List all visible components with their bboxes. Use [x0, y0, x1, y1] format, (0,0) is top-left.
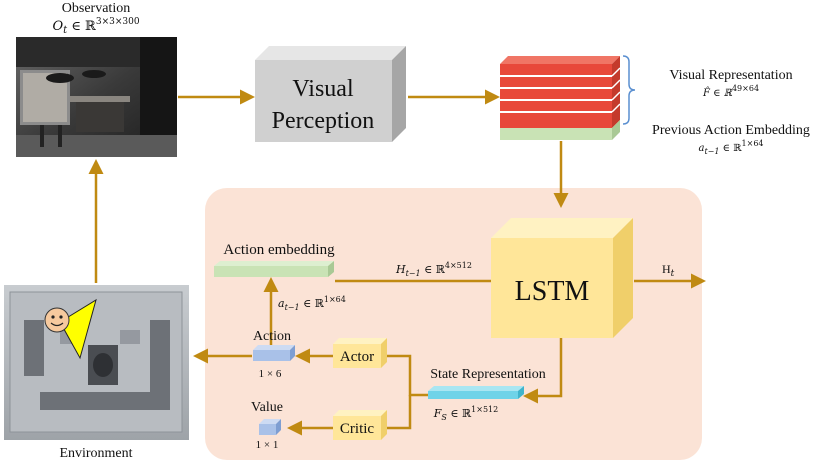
hidden-state-formula: 𝐻𝑡−1 ∈ ℝ4×512 [395, 261, 472, 278]
visual-perception-block: Visual Perception [255, 46, 406, 142]
observation-image [16, 37, 177, 157]
action-label: Action [253, 329, 291, 344]
previous-action-bar [500, 128, 612, 140]
action-block [253, 345, 295, 361]
value-block [259, 419, 281, 435]
visual-representation-stack [500, 56, 621, 140]
action-embedding-label: Action embedding [223, 242, 335, 258]
state-representation-bar [428, 386, 524, 399]
observation-formula: 𝑂𝑡 ∈ ℝ3×3×300 [52, 17, 139, 36]
visual-representation-label: Visual Representation [669, 68, 792, 83]
action-embedding-bar [214, 261, 334, 277]
lstm-label: LSTM [515, 276, 590, 307]
lstm-output-label: H𝑡 [662, 262, 675, 278]
critic-block: Critic [333, 410, 387, 440]
actor-block: Actor [333, 338, 387, 368]
state-representation-label: State Representation [430, 367, 545, 382]
observation-title: Observation [62, 1, 130, 16]
arrow-lstm-to-state [523, 338, 563, 404]
action-embedding-formula: 𝑎𝑡−1 ∈ ℝ1×64 [278, 295, 346, 312]
environment-image [4, 285, 189, 440]
representation-brace [622, 55, 636, 125]
value-dims: 1 × 1 [256, 439, 279, 451]
actor-label: Actor [340, 349, 374, 365]
previous-action-formula: 𝑎𝑡−1 ∈ ℝ1×64 [698, 139, 763, 156]
state-to-critic-line [387, 395, 412, 430]
value-label: Value [251, 400, 283, 415]
visual-perception-line2: Perception [272, 108, 375, 134]
lstm-block: LSTM [491, 218, 633, 338]
field-of-view-cone [59, 298, 97, 360]
environment-label: Environment [59, 446, 132, 461]
state-representation-formula: 𝐹𝑆 ∈ ℝ1×512 [433, 405, 498, 422]
previous-action-label: Previous Action Embedding [652, 123, 810, 138]
visual-representation-formula: F̂ ∈ ℝ49×64 [702, 84, 759, 99]
visual-perception-line1: Visual [292, 76, 354, 102]
state-to-actor-line [387, 354, 428, 397]
action-dims: 1 × 6 [259, 368, 282, 380]
agent-face-icon [44, 307, 70, 333]
critic-label: Critic [340, 421, 375, 437]
